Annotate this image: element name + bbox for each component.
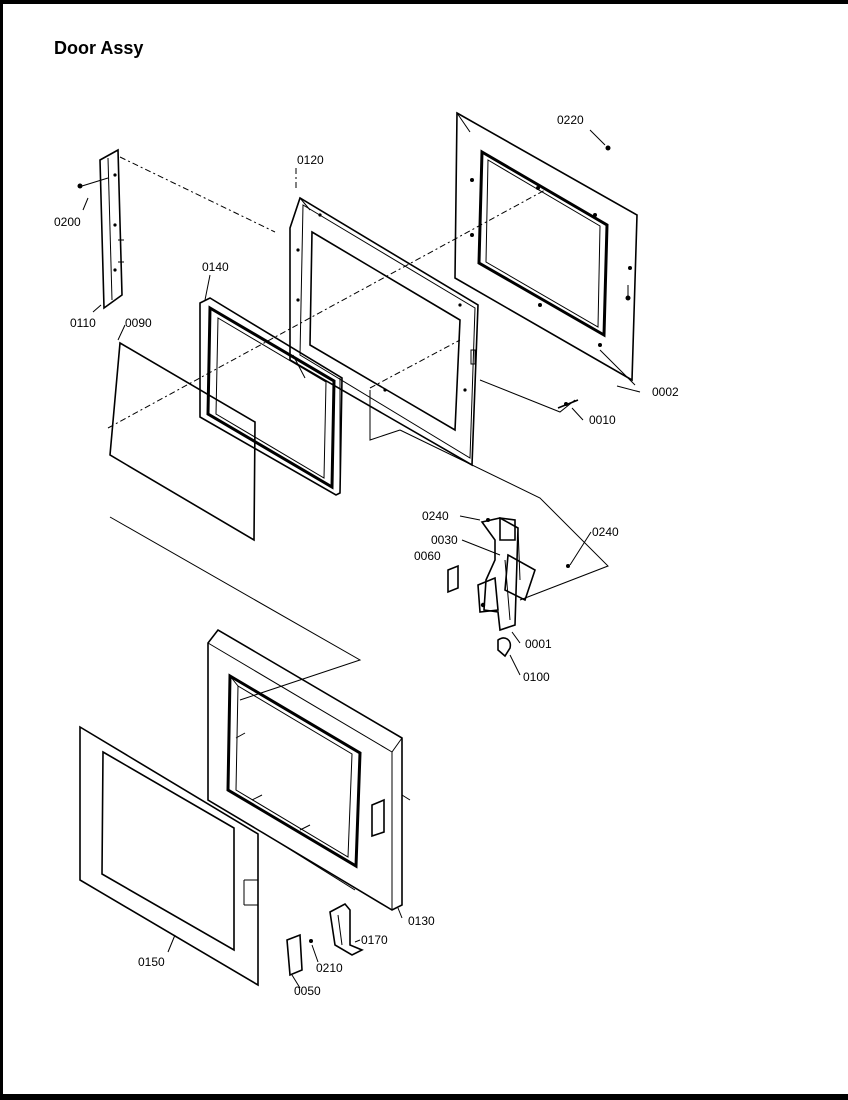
label-0130: 0130	[408, 914, 435, 928]
part-0100-cam	[497, 637, 512, 658]
label-0220: 0220	[557, 113, 584, 127]
assembly-center-lines	[107, 156, 609, 701]
label-0170: 0170	[361, 933, 388, 947]
leader-lines	[92, 274, 641, 989]
part-0050-bracket	[286, 933, 303, 977]
part-number-labels: 0220 0120 0200 0140 0110 0090 0002 0010 …	[54, 113, 679, 998]
part-0210-screw	[309, 939, 313, 943]
part-0010-pin	[557, 399, 584, 421]
label-0110: 0110	[70, 316, 96, 330]
part-0220-screw	[589, 129, 611, 151]
label-0060: 0060	[414, 549, 441, 563]
part-0140-glass-frame	[199, 297, 343, 496]
bottom-border	[0, 1094, 848, 1100]
label-0140: 0140	[202, 260, 229, 274]
label-0240-left: 0240	[422, 509, 449, 523]
part-0110-hinge-bracket	[99, 148, 124, 310]
label-0150: 0150	[138, 955, 165, 969]
part-0170-lower-hinge	[329, 902, 364, 956]
label-0001: 0001	[525, 637, 552, 651]
part-0090-glass-pane	[109, 324, 256, 542]
left-border	[0, 0, 3, 1100]
page-title: Door Assy	[54, 38, 144, 58]
label-0010: 0010	[589, 413, 616, 427]
label-0240-right: 0240	[592, 525, 619, 539]
part-0001-latch-assembly	[477, 517, 570, 632]
label-0100: 0100	[523, 670, 550, 684]
label-0050: 0050	[294, 984, 321, 998]
label-0002: 0002	[652, 385, 679, 399]
part-0002-rear-panel	[454, 111, 638, 382]
label-0090: 0090	[125, 316, 152, 330]
label-0120: 0120	[297, 153, 324, 167]
label-0030: 0030	[431, 533, 458, 547]
part-0150-outer-glass	[79, 725, 259, 987]
label-0210: 0210	[316, 961, 343, 975]
label-0200: 0200	[54, 215, 81, 229]
part-0130-outer-door	[207, 628, 411, 911]
part-0120-door-frame	[289, 196, 479, 467]
part-0060-spring	[447, 564, 459, 594]
part-0200-screw	[77, 177, 109, 211]
top-border	[0, 0, 848, 4]
